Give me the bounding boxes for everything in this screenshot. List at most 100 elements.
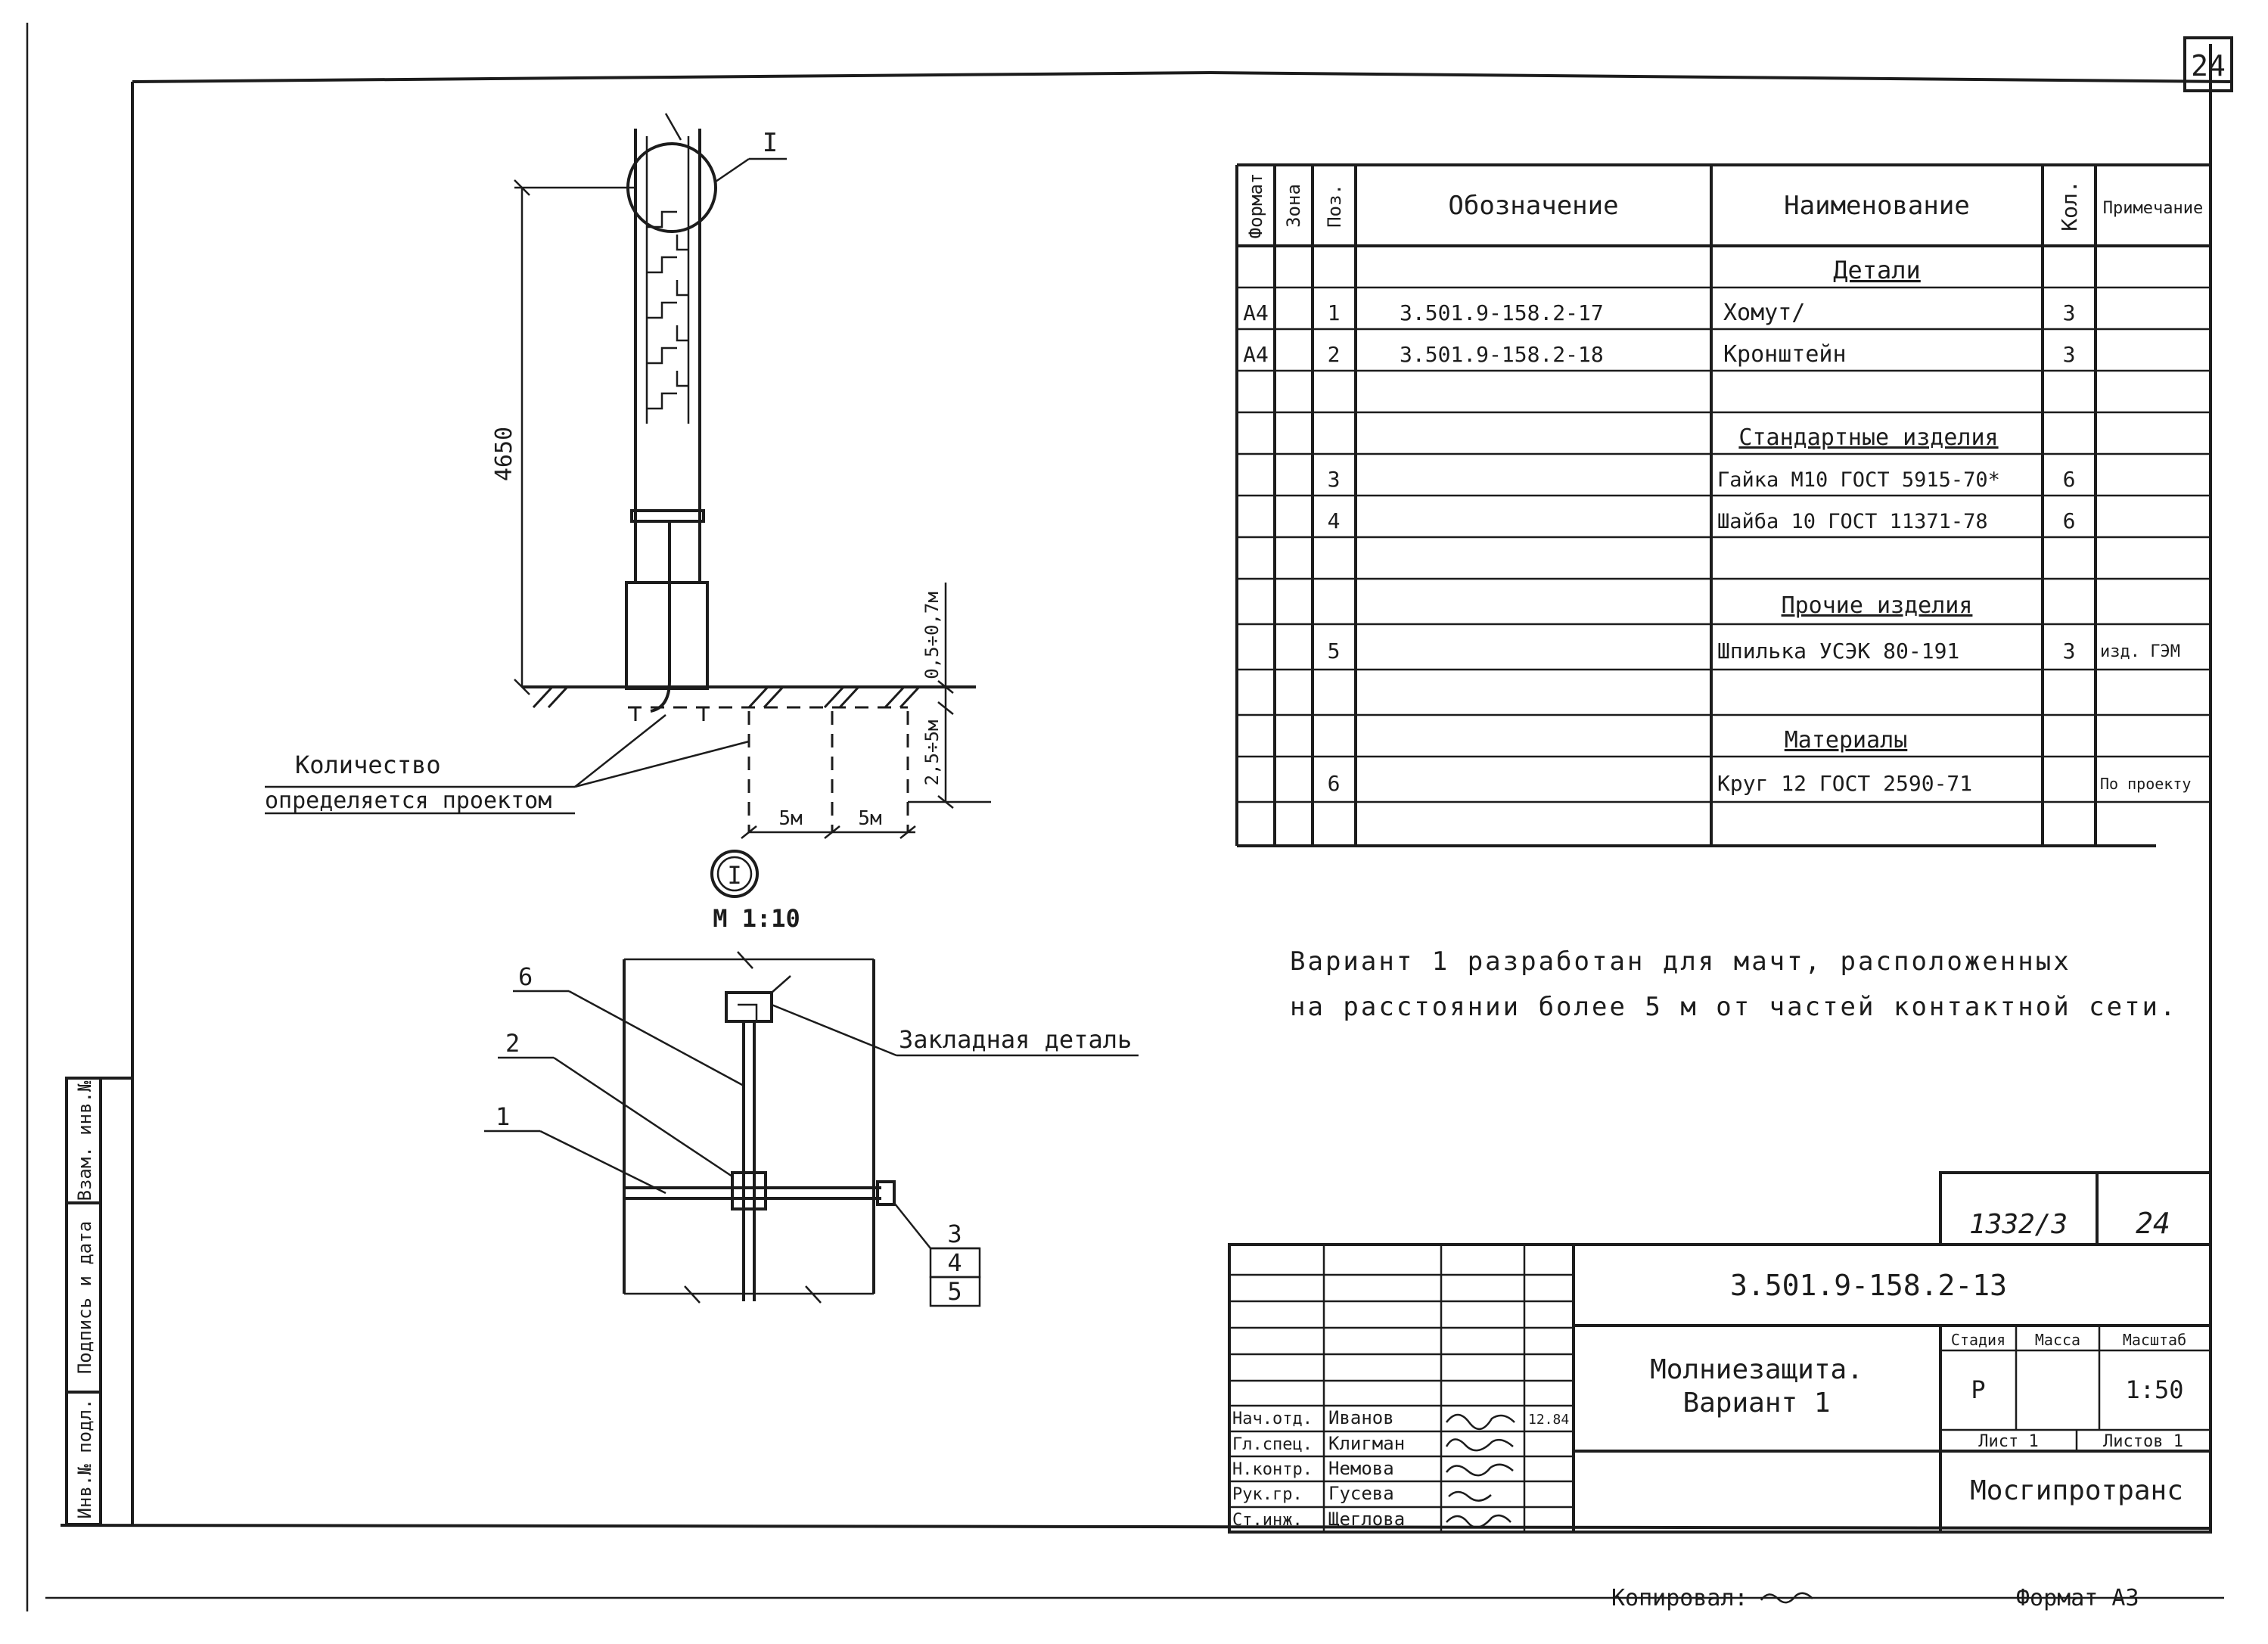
detail-I-circle <box>626 142 717 233</box>
mast-lattice <box>645 136 690 424</box>
stamp-code: 3.501.9-158.2-13 <box>1730 1269 2007 1302</box>
dim-spacing-1: 5м <box>778 807 802 830</box>
archive-number: 1332/3 <box>1969 1209 2068 1240</box>
spec-header-format: Формат <box>1245 173 1266 239</box>
signature-dates: 12.84 <box>1528 1412 1569 1428</box>
callout-6: 6 <box>518 962 533 991</box>
spec-row-1-designation: 3.501.9-158.2-17 <box>1400 300 1604 325</box>
title-block: 1332/3 24 3.501.9-158.2-13 Молниезащита.… <box>1228 1171 2212 1534</box>
spec-row-3-name: Гайка М10 ГОСТ 5915-70* <box>1717 468 2000 492</box>
signature-date: 12.84 <box>1528 1412 1569 1428</box>
spec-header-qty: Кол. <box>2057 180 2082 231</box>
variant-note: Вариант 1 разработан для мачт, расположе… <box>1290 946 2178 1022</box>
note-line2: на расстоянии более 5 м от частей контак… <box>1290 992 2178 1022</box>
stamp-sheets: Листов 1 <box>2103 1432 2183 1451</box>
archive-sheet: 24 <box>2136 1207 2170 1240</box>
spec-header-designation: Обозначение <box>1448 191 1618 221</box>
copied-label: Копировал: <box>1611 1585 1748 1611</box>
format-label: Формат А3 <box>2016 1585 2139 1611</box>
quantity-note-line2: определяется проектом <box>265 788 551 814</box>
footer: Копировал: Формат А3 <box>1611 1585 2139 1611</box>
spec-row-2-designation: 3.501.9-158.2-18 <box>1400 342 1604 367</box>
embedded-part <box>725 991 773 1023</box>
signature-role: Н.контр. <box>1232 1460 1313 1479</box>
spec-row-6-name: Круг 12 ГОСТ 2590-71 <box>1717 771 1972 796</box>
stamp-stage: Р <box>1971 1375 1985 1404</box>
spec-row-5-note: изд. ГЭМ <box>2100 642 2180 661</box>
spec-row-2-name: Кронштейн <box>1723 341 1847 368</box>
signature-role: Рук.гр. <box>1232 1485 1303 1504</box>
spec-row-4-qty: 6 <box>2063 508 2076 533</box>
dim-depth-below: 2,5÷5м <box>921 720 943 786</box>
sheet-number: 24 <box>2191 49 2226 82</box>
note-line1: Вариант 1 разработан для мачт, расположе… <box>1290 946 2071 977</box>
detail-scale: М 1:10 <box>713 904 800 933</box>
spec-row-2-format: А4 <box>1243 342 1269 367</box>
margin-label-inventory: Инв.№ подл. <box>74 1399 95 1519</box>
spec-row-6-pos: 6 <box>1328 771 1341 796</box>
callout-1: 1 <box>496 1102 510 1131</box>
spec-header-pos: Поз. <box>1324 184 1345 228</box>
stamp-scale-header: Масштаб <box>2123 1331 2186 1349</box>
spec-row-1-pos: 1 <box>1328 300 1341 325</box>
detail-I: I М 1:10 6 2 1 3 4 <box>484 850 1139 1307</box>
stamp-scale: 1:50 <box>2125 1375 2183 1404</box>
signature-name: Клигман <box>1328 1433 1405 1454</box>
signature-name: Немова <box>1328 1458 1394 1479</box>
signature-role: Гл.спец. <box>1232 1435 1313 1454</box>
spec-row-4-pos: 4 <box>1328 508 1341 533</box>
spec-row-2-qty: 3 <box>2063 342 2076 367</box>
spec-header-note: Примечание <box>2103 199 2203 218</box>
spec-row-1-qty: 3 <box>2063 300 2076 325</box>
stamp-organization: Мосгипротранс <box>1970 1475 2183 1506</box>
left-margin-strip: Взам. инв.№ Подпись и дата Инв.№ подл. <box>65 1077 132 1526</box>
signature-role: Ст.инж. <box>1232 1511 1303 1530</box>
spec-row-1-format: А4 <box>1243 300 1269 325</box>
detail-marker: I <box>727 861 741 890</box>
spec-row-6-note: По проекту <box>2100 775 2191 793</box>
spec-section-materials: Материалы <box>1785 727 1908 754</box>
spec-header-name: Наименование <box>1784 191 1970 221</box>
signature-name: Иванов <box>1328 1407 1394 1428</box>
spec-row-2-pos: 2 <box>1328 342 1341 367</box>
detail-marker-circle <box>710 850 759 898</box>
stamp-title-line1: Молниезащита. <box>1650 1354 1863 1385</box>
stamp-title-line2: Вариант 1 <box>1682 1388 1830 1419</box>
embedded-part-label: Закладная деталь <box>899 1025 1132 1054</box>
dim-depth-above: 0,5÷0,7м <box>921 592 943 679</box>
stamp-sheet: Лист 1 <box>1978 1432 2038 1451</box>
spec-row-5-qty: 3 <box>2063 639 2076 664</box>
spec-row-3-pos: 3 <box>1328 467 1341 492</box>
sheet-number-box: 24 <box>2183 36 2233 92</box>
dim-spacing-2: 5м <box>858 807 881 830</box>
callout-I-label: I <box>763 128 778 158</box>
spec-table: Формат Зона Поз. Обозначение Наименовани… <box>1235 163 2211 847</box>
signature-role: Нач.отд. <box>1232 1409 1313 1428</box>
spec-row-1-name: Хомут/ <box>1723 300 1805 326</box>
spec-section-details: Детали <box>1833 256 1921 284</box>
spec-section-other: Прочие изделия <box>1782 592 1973 619</box>
signature-name: Щеглова <box>1328 1509 1405 1530</box>
spec-row-3-qty: 6 <box>2063 467 2076 492</box>
callout-2: 2 <box>505 1029 520 1058</box>
callout-5: 5 <box>947 1277 962 1306</box>
ground-hatching <box>532 685 921 709</box>
signature-names: Иванов Клигман Немова Гусева Щеглова <box>1328 1407 1405 1530</box>
spec-row-4-name: Шайба 10 ГОСТ 11371-78 <box>1717 510 1988 533</box>
handwritten-signatures <box>1445 1413 1515 1528</box>
mast-elevation: I 4650 0,5÷0,7м 2,5÷5м <box>265 113 991 839</box>
callout-3: 3 <box>947 1220 962 1248</box>
spec-header-zone: Зона <box>1283 184 1304 228</box>
signature-roles: Нач.отд. Гл.спец. Н.контр. Рук.гр. Ст.ин… <box>1232 1409 1313 1530</box>
signature-name: Гусева <box>1328 1483 1394 1504</box>
sheet-frame <box>26 23 2232 1611</box>
stamp-mass-header: Масса <box>2035 1331 2080 1349</box>
quantity-note-line1: Количество <box>295 751 441 779</box>
margin-label-signature: Подпись и дата <box>74 1221 95 1374</box>
spec-row-5-name: Шпилька УСЭК 80-191 <box>1717 639 1959 664</box>
dim-height: 4650 <box>491 427 517 481</box>
spec-row-5-pos: 5 <box>1328 639 1341 664</box>
spec-row-lines <box>1237 286 2211 803</box>
margin-label-replaces: Взам. инв.№ <box>74 1080 95 1201</box>
